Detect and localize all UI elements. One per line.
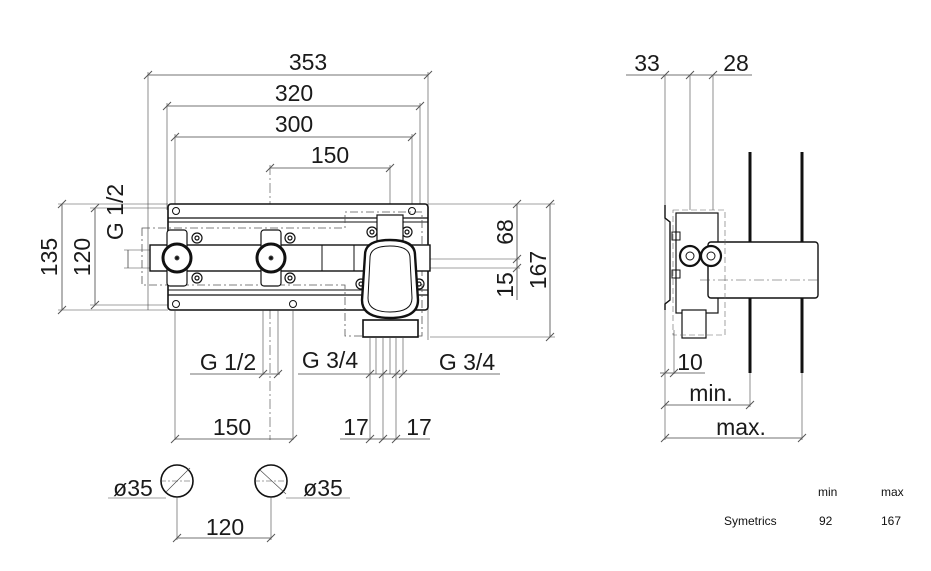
dim-max: max. xyxy=(716,414,766,440)
table-row-max: 167 xyxy=(881,514,902,528)
dim-120-left: 120 xyxy=(69,238,95,276)
table-header-min: min xyxy=(818,485,838,499)
dim-28: 28 xyxy=(723,50,749,76)
dim-68: 68 xyxy=(492,219,518,245)
table-header-max: max xyxy=(881,485,904,499)
front-view xyxy=(57,70,555,444)
side-view xyxy=(626,70,820,443)
dim-320: 320 xyxy=(275,80,313,106)
thread-g12-bottom: G 1/2 xyxy=(200,349,256,375)
dim-300: 300 xyxy=(275,111,313,137)
dim-10: 10 xyxy=(677,349,703,375)
dim-167: 167 xyxy=(525,251,551,289)
cutout-holes xyxy=(108,464,350,543)
dim-17-b: 17 xyxy=(406,414,432,440)
thread-g34-a: G 3/4 xyxy=(302,347,358,373)
dim-33: 33 xyxy=(634,50,660,76)
dim-150-bottom: 150 xyxy=(213,414,251,440)
dim-min: min. xyxy=(689,380,732,406)
dim-120-cutouts: 120 xyxy=(206,514,244,540)
dim-diameter-35-left: ø35 xyxy=(113,475,153,501)
dim-17-a: 17 xyxy=(343,414,369,440)
dim-150-top: 150 xyxy=(311,142,349,168)
dim-353: 353 xyxy=(289,49,327,75)
table-row-min: 92 xyxy=(819,514,833,528)
thread-g34-b: G 3/4 xyxy=(439,349,495,375)
dim-diameter-35-right: ø35 xyxy=(303,475,343,501)
dim-135: 135 xyxy=(36,238,62,276)
table-row-name: Symetrics xyxy=(724,514,777,528)
thread-g12-left: G 1/2 xyxy=(102,184,128,240)
dim-15: 15 xyxy=(492,272,518,298)
